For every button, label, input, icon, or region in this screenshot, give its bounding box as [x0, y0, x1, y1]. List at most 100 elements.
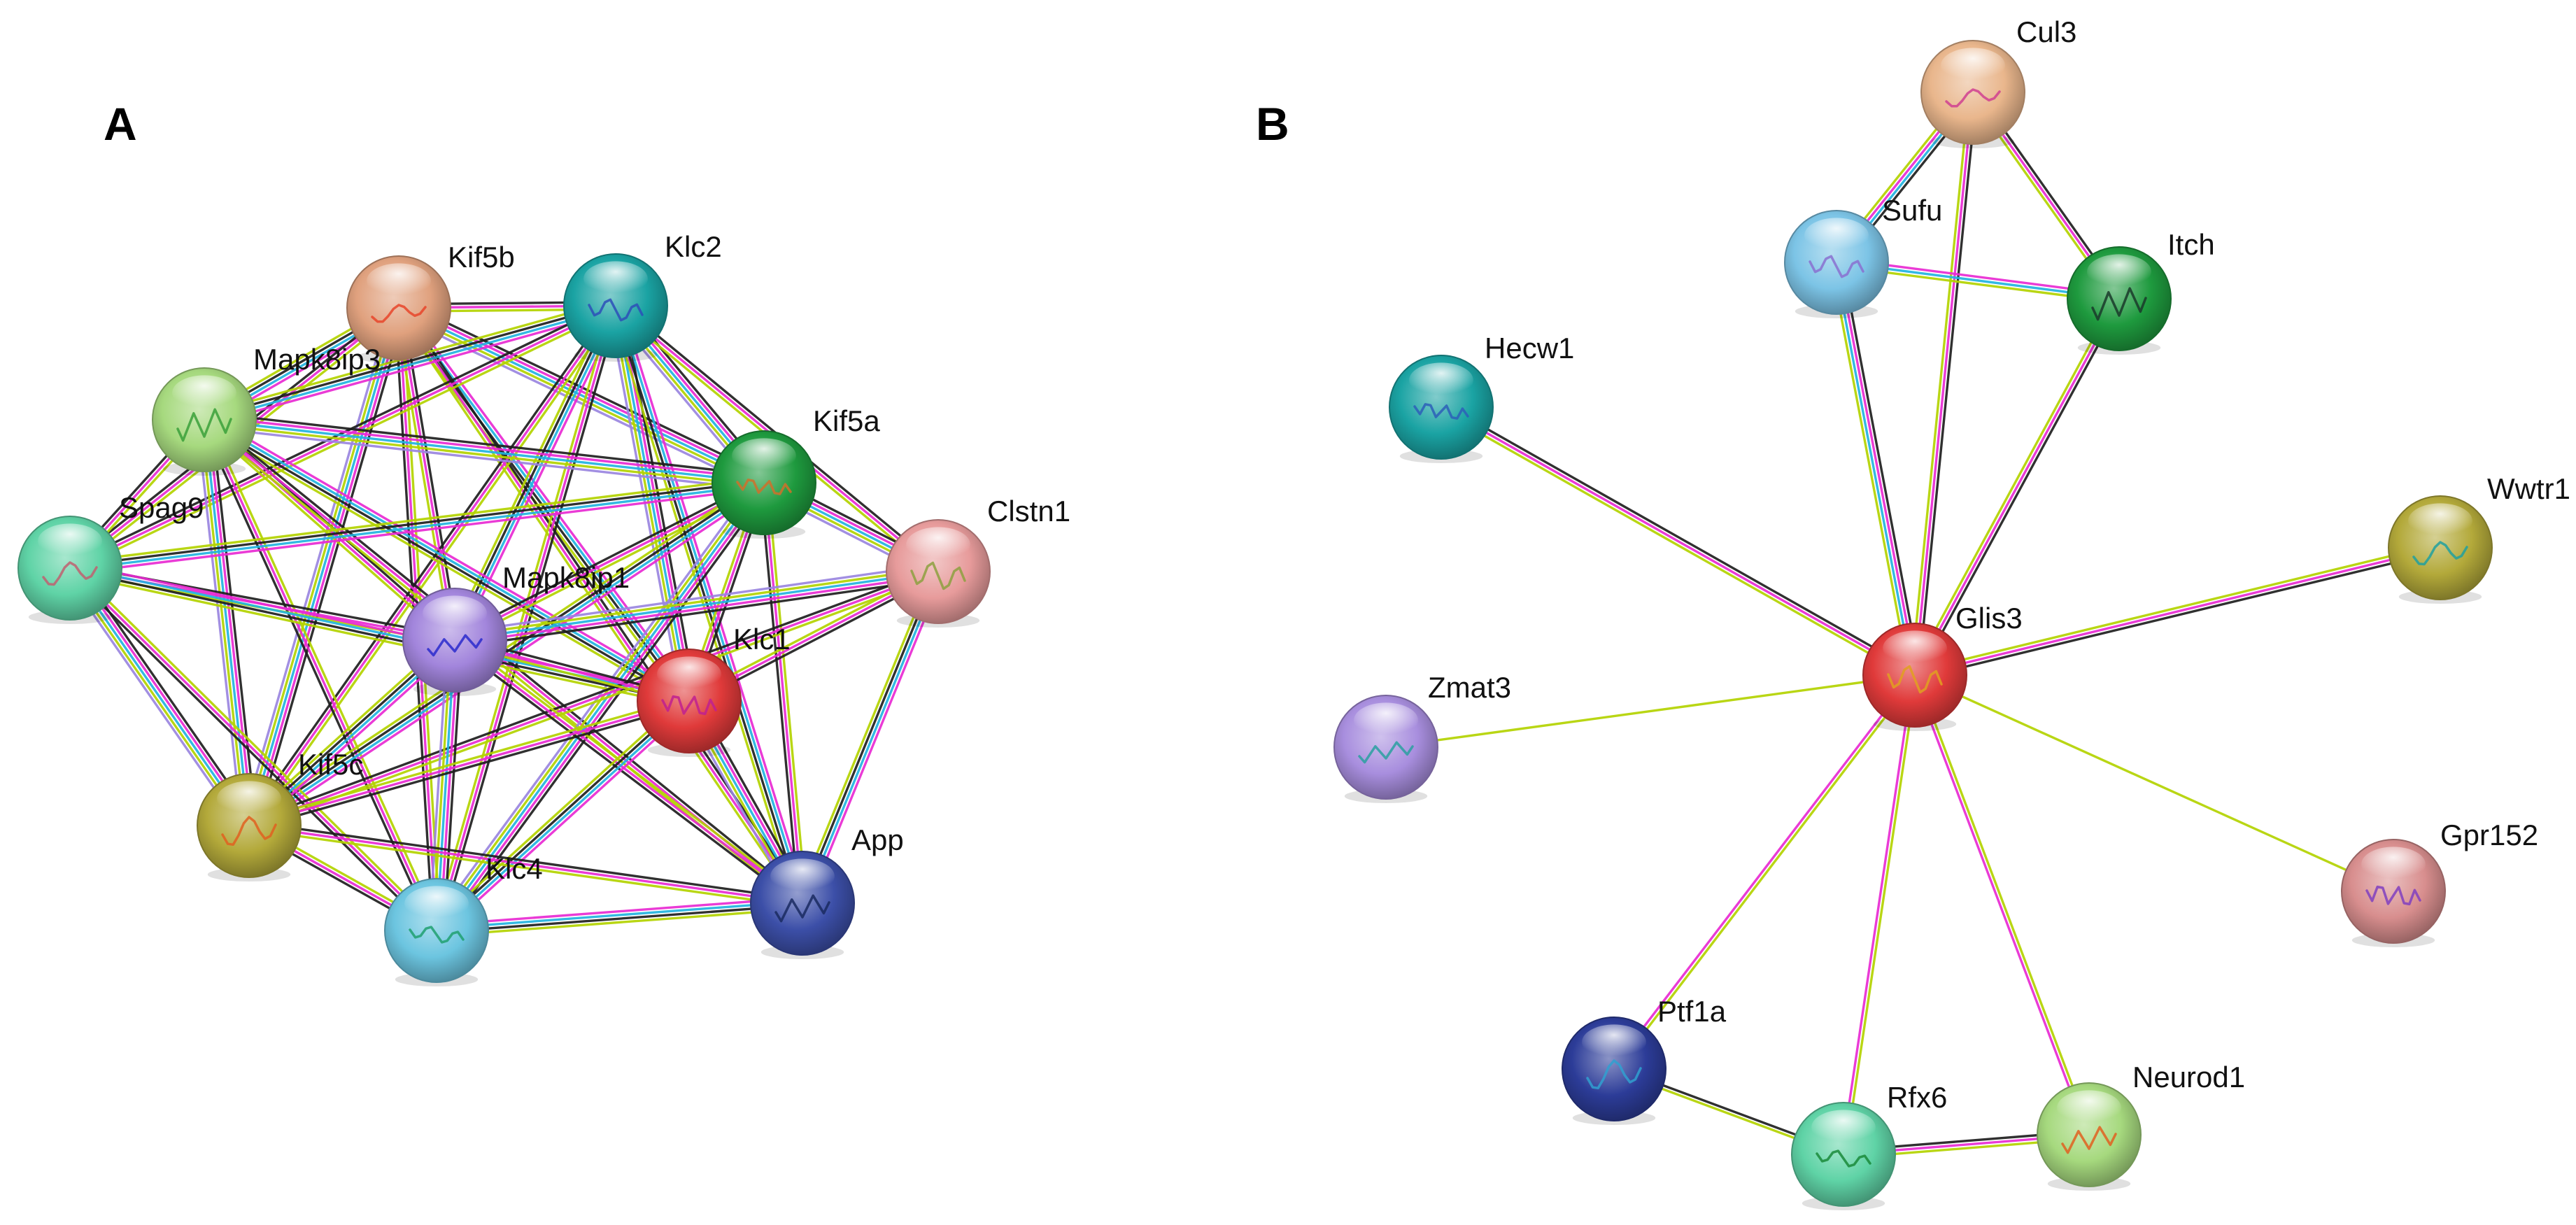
- edge-kif5a-spag9-line: [69, 479, 764, 568]
- edge-clstn1-app-line: [806, 573, 944, 906]
- edge-clstn1-app-line: [796, 569, 935, 902]
- node-kif5a[interactable]: Kif5a: [712, 404, 880, 539]
- edge-clstn1-mapk8ip1-line: [455, 574, 939, 645]
- node-clstn1[interactable]: Clstn1: [886, 495, 1070, 628]
- edge-clstn1-kif5c-line: [250, 574, 940, 830]
- edge-klc2-kif5c-line: [245, 303, 614, 824]
- edge-wwtr1-glis3: [1913, 543, 2442, 680]
- edge-gpr152-glis3-line: [1914, 674, 2394, 893]
- node-sufu[interactable]: Sufu: [1784, 194, 1942, 318]
- edge-klc2-klc4-line: [439, 306, 621, 932]
- node-highlight: [1409, 362, 1473, 398]
- edge-ptf1a-glis3-line: [1614, 675, 1918, 1071]
- edge-clstn1-mapk8ip1-line: [454, 567, 938, 638]
- node-highlight: [1804, 218, 1869, 253]
- edge-clstn1-kif5c-line: [247, 567, 937, 823]
- node-kif5c[interactable]: Kif5c: [197, 748, 363, 881]
- edge-kif5b-kif5c-line: [241, 305, 393, 824]
- edge-spag9-kif5c-line: [75, 563, 256, 823]
- node-ptf1a[interactable]: Ptf1a: [1562, 995, 1727, 1125]
- node-kif5b[interactable]: Kif5b: [346, 241, 515, 364]
- node-wwtr1[interactable]: Wwtr1: [2388, 472, 2570, 604]
- edge-klc1-klc4-line: [432, 695, 686, 928]
- edge-klc2-kif5c: [245, 303, 620, 828]
- edge-mapk8ip3-klc1-line: [204, 417, 691, 701]
- edge-klc2-app-line: [609, 306, 799, 905]
- edge-kif5b-mapk8ip1: [394, 306, 460, 642]
- edge-spag9-klc4-line: [66, 569, 435, 934]
- edge-itch-glis3-line: [1910, 296, 2117, 674]
- node-itch[interactable]: Itch: [2067, 228, 2215, 355]
- node-cul3[interactable]: Cul3: [1920, 15, 2076, 148]
- protein-structure-icon: [1809, 255, 1864, 278]
- node-label-glis3: Glis3: [1955, 602, 2023, 635]
- node-highlight: [1941, 48, 2005, 83]
- node-zmat3[interactable]: Zmat3: [1333, 671, 1511, 803]
- node-neurod1[interactable]: Neurod1: [2037, 1061, 2245, 1191]
- edge-mapk8ip3-kif5a-line: [205, 411, 765, 477]
- node-label-app: App: [851, 823, 904, 856]
- edge-mapk8ip1-app-line: [453, 639, 804, 905]
- edge-neurod1-glis3-line: [1915, 674, 2092, 1135]
- edge-klc2-mapk8ip1-line: [448, 302, 612, 639]
- edge-wwtr1-glis3-line: [1915, 550, 2442, 680]
- edge-wwtr1-glis3-line: [1913, 543, 2440, 673]
- edge-kif5a-spag9-line: [70, 487, 765, 575]
- edge-spag9-klc1-line: [69, 568, 689, 704]
- edge-klc2-kif5c-line: [250, 307, 620, 828]
- edge-klc4-app-line: [437, 903, 803, 934]
- protein-structure-icon: [176, 408, 232, 442]
- edge-clstn1-app-line: [800, 570, 938, 903]
- node-spag9[interactable]: Spag9: [17, 491, 204, 624]
- node-klc4[interactable]: Klc4: [384, 852, 543, 986]
- edge-kif5b-kif5c-line: [251, 308, 404, 827]
- edge-klc2-mapk8ip1: [448, 302, 622, 644]
- node-highlight: [2057, 1090, 2121, 1126]
- node-label-ptf1a: Ptf1a: [1657, 995, 1727, 1028]
- edge-ptf1a-glis3-line: [1611, 673, 1915, 1069]
- protein-structure-icon: [1887, 665, 1943, 694]
- edge-kif5b-mapk8ip1-line: [401, 306, 460, 640]
- protein-structure-icon: [774, 894, 830, 923]
- protein-structure-icon: [736, 479, 792, 495]
- node-klc2[interactable]: Klc2: [563, 230, 722, 362]
- edge-klc2-mapk8ip3-line: [203, 302, 616, 420]
- protein-structure-icon: [1945, 88, 2001, 108]
- node-highlight: [657, 656, 721, 692]
- edge-mapk8ip3-klc1-line: [206, 413, 693, 698]
- node-hecw1[interactable]: Hecw1: [1389, 332, 1574, 463]
- node-gpr152[interactable]: Gpr152: [2341, 819, 2538, 947]
- node-highlight: [732, 438, 796, 474]
- edge-kif5a-mapk8ip1: [452, 478, 767, 645]
- edge-kif5c-app: [248, 821, 803, 908]
- node-highlight: [404, 886, 469, 921]
- edge-kif5b-app-line: [397, 307, 804, 904]
- node-label-neurod1: Neurod1: [2132, 1061, 2245, 1093]
- edge-clstn1-app: [796, 569, 944, 906]
- node-app[interactable]: App: [750, 823, 904, 959]
- node-rfx6[interactable]: Rfx6: [1791, 1081, 1947, 1210]
- protein-structure-icon: [1358, 741, 1414, 764]
- edge-kif5b-app-line: [395, 309, 801, 906]
- node-label-clstn1: Clstn1: [987, 495, 1070, 527]
- edge-kif5a-mapk8ip1-line: [455, 485, 767, 645]
- node-label-wwtr1: Wwtr1: [2487, 472, 2570, 505]
- protein-structure-icon: [2061, 1126, 2117, 1154]
- node-mapk8ip1[interactable]: Mapk8ip1: [402, 561, 630, 696]
- edge-mapk8ip3-kif5c: [196, 418, 257, 827]
- node-klc1[interactable]: Klc1: [637, 623, 791, 757]
- edge-clstn1-mapk8ip1: [453, 563, 940, 649]
- node-glis3[interactable]: Glis3: [1862, 602, 2023, 731]
- node-highlight: [1811, 1110, 1876, 1145]
- edge-mapk8ip1-app-line: [451, 642, 801, 907]
- edge-klc1-klc4: [432, 695, 694, 936]
- edge-kif5b-kif5a-line: [399, 303, 766, 481]
- edge-kif5a-spag9-line: [70, 483, 765, 572]
- node-mapk8ip3[interactable]: Mapk8ip3: [152, 343, 381, 476]
- edge-rfx6-glis3-line: [1840, 674, 1915, 1154]
- edge-kif5b-kif5a-line: [401, 300, 768, 478]
- edge-zmat3-glis3: [1385, 674, 1916, 749]
